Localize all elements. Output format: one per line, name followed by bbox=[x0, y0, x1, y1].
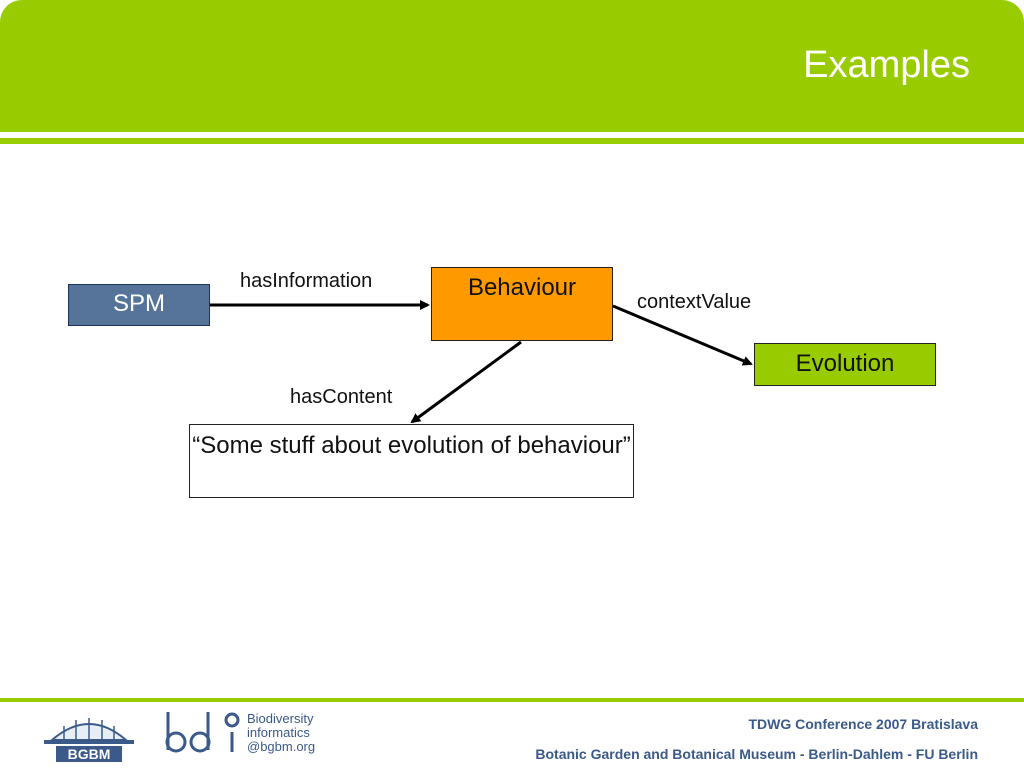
footer-institution: Botanic Garden and Botanical Museum - Be… bbox=[535, 746, 978, 762]
node-spm: SPM bbox=[68, 284, 210, 326]
header-divider bbox=[0, 138, 1024, 144]
node-evolution: Evolution bbox=[754, 343, 936, 386]
footer-conference: TDWG Conference 2007 Bratislava bbox=[748, 716, 978, 732]
bgbm-logo: BGBM bbox=[44, 718, 134, 762]
footer-divider bbox=[0, 698, 1024, 702]
bdi-logo-text: Biodiversity informatics @bgbm.org bbox=[247, 712, 315, 754]
bgbm-logo-text: BGBM bbox=[68, 746, 111, 762]
edge-label-has-content: hasContent bbox=[290, 386, 393, 408]
bdi-logo bbox=[165, 712, 240, 753]
edge-context-value bbox=[612, 304, 753, 366]
slide-title: Examples bbox=[803, 44, 970, 86]
header-bar bbox=[0, 0, 1024, 132]
edge-label-has-information: hasInformation bbox=[240, 270, 373, 292]
bdi-line-1: Biodiversity bbox=[247, 711, 314, 726]
node-content-literal: “Some stuff about evolution of behaviour… bbox=[189, 424, 634, 498]
bdi-line-2: informatics bbox=[247, 725, 310, 740]
node-behaviour: Behaviour bbox=[431, 267, 613, 341]
bdi-line-3: @bgbm.org bbox=[247, 739, 316, 754]
edge-label-context-value: contextValue bbox=[637, 291, 752, 313]
edge-has-content bbox=[410, 340, 522, 424]
